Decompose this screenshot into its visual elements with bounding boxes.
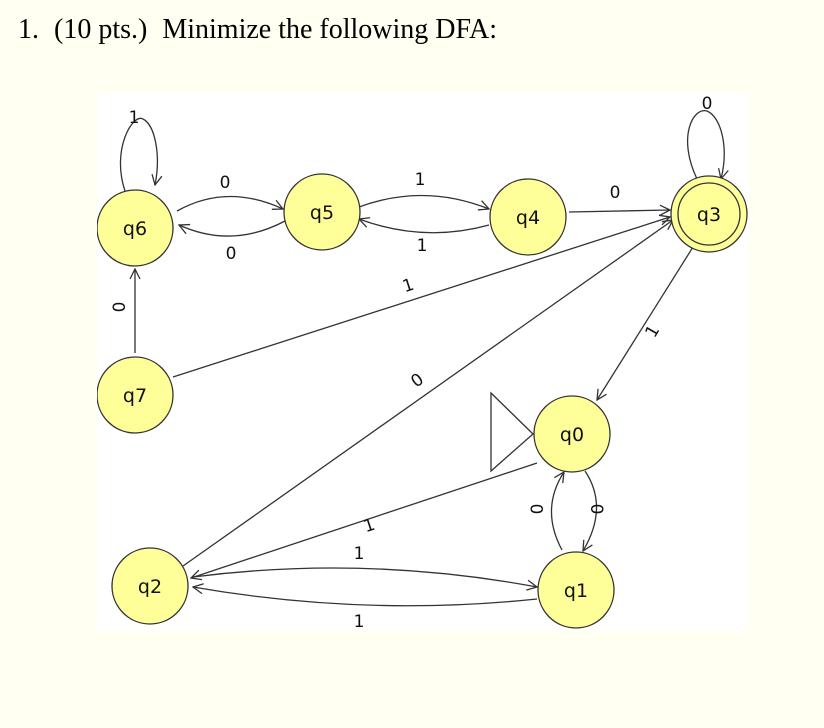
start-arrow-icon: [490, 391, 534, 473]
state-q3: q3: [670, 175, 748, 253]
state-label: q1: [564, 580, 588, 602]
state-q0: q0: [533, 395, 611, 473]
transition-label: 0: [702, 94, 713, 114]
transition-label: 1: [400, 275, 416, 297]
state-label: q5: [310, 202, 334, 224]
state-label: q2: [138, 576, 162, 598]
transition-label: 1: [641, 322, 664, 341]
transition-q3-q3: [687, 110, 725, 179]
state-q2: q2: [111, 547, 189, 625]
question-header: 1. (10 pts.) Minimize the following DFA:: [18, 14, 505, 46]
transition-label: 1: [354, 612, 365, 631]
transition-q0-q2: [191, 462, 538, 578]
transition-q6-q5: [176, 195, 283, 212]
transition-label: 0: [110, 302, 130, 313]
transition-q1-q2: [193, 587, 538, 607]
transition-q0-q1: [583, 470, 598, 551]
state-q1: q1: [537, 551, 615, 629]
question-number: 1.: [18, 14, 39, 45]
state-q7: q7: [97, 356, 174, 434]
state-q6: q6: [97, 189, 174, 267]
state-label: q4: [516, 207, 540, 229]
transition-q6-q6: [119, 117, 157, 192]
transition-label: 0: [528, 504, 548, 515]
transition-label: 0: [407, 370, 427, 393]
state-q5: q5: [283, 173, 361, 251]
transition-q3-q0: [597, 246, 694, 400]
transition-label: 0: [226, 244, 237, 264]
state-q4: q4: [489, 178, 567, 256]
question-text: Minimize the following DFA:: [162, 14, 498, 45]
dfa-canvas: 1 0 0 1 1 0 0 1 0 1 0 1 0 0 1 1 q6 q5 q4: [97, 93, 749, 631]
state-label: q7: [123, 385, 147, 407]
transition-q4-q5: [359, 219, 490, 234]
transition-q5-q6: [179, 220, 286, 237]
transition-q1-q0: [550, 472, 564, 551]
state-label: q3: [697, 204, 721, 226]
transition-label: 1: [417, 236, 428, 256]
state-label: q6: [123, 218, 147, 240]
state-label: q0: [560, 424, 584, 446]
transition-q7-q3: [172, 217, 670, 378]
transition-label: 1: [354, 544, 365, 564]
dfa-diagram: 1 0 0 1 1 0 0 1 0 1 0 1 0 0 1 1 q6 q5 q4: [97, 94, 748, 631]
transition-label: 0: [586, 504, 606, 515]
question-points: (10 pts.): [54, 14, 148, 45]
transition-q5-q4: [358, 194, 489, 209]
transition-label: 1: [415, 170, 426, 190]
transition-q2-q1: [192, 567, 537, 587]
transition-q4-q3: [568, 210, 670, 212]
transition-label: 1: [361, 515, 377, 537]
transition-label: 1: [129, 108, 140, 128]
transition-q2-q3: [182, 220, 673, 567]
transition-label: 0: [220, 173, 231, 193]
transition-label: 0: [610, 183, 621, 203]
